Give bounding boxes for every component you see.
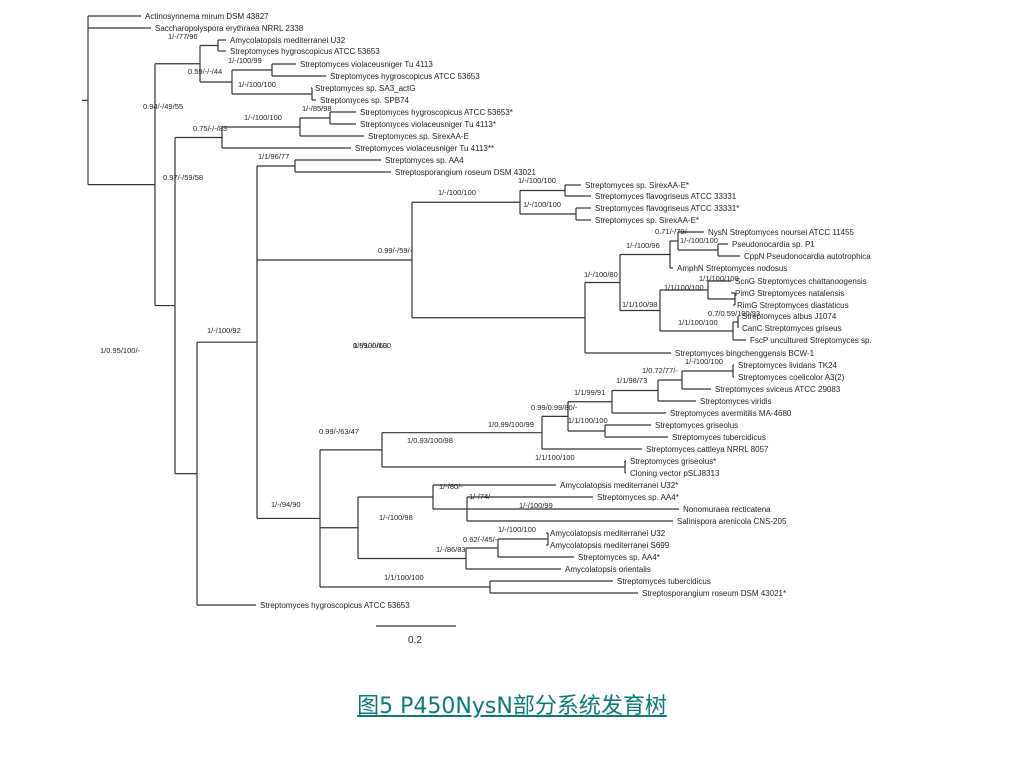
leaf-label: Streptomyces sp. AA4* bbox=[597, 493, 679, 502]
leaf-label: Actinosynnema mirum DSM 43827 bbox=[145, 12, 269, 21]
support-value-label: 1/-/100/100 bbox=[523, 200, 561, 209]
support-value-label: 1/1/100/100 bbox=[664, 283, 704, 292]
leaf-label: Streptomyces viridis bbox=[700, 397, 772, 406]
support-value-label: 1/1/100/100 bbox=[535, 453, 575, 462]
leaf-label: Streptomyces griseolus bbox=[655, 421, 738, 430]
support-value-label: 1/-/86/83 bbox=[436, 545, 466, 554]
support-value-label: 0.99/-/63/47 bbox=[319, 427, 359, 436]
figure-caption: 图5 P450NysN部分系统发育树 bbox=[357, 694, 667, 719]
support-value-label: 1/-/77/96 bbox=[168, 32, 198, 41]
support-value-label: 1/0.93/100/98 bbox=[407, 436, 453, 445]
leaf-label: Streptomyces hygroscopicus ATCC 53653 bbox=[230, 47, 380, 56]
leaf-label: Pseudonocardia sp. P1 bbox=[732, 240, 815, 249]
support-value-label: 1/-/100/100 bbox=[353, 341, 391, 350]
support-value-label: 1/1/100/100 bbox=[568, 416, 608, 425]
support-value-label: 1/0.72/77/- bbox=[642, 366, 678, 375]
support-value-label: 1/0.95/100/- bbox=[100, 346, 141, 355]
leaf-label: Saccharopolyspora erythraea NRRL 2338 bbox=[155, 24, 304, 33]
leaf-label: Cloning vector pSLJ8313 bbox=[630, 469, 720, 478]
leaf-label: Streptomyces hygroscopicus ATCC 53653* bbox=[360, 108, 513, 117]
leaf-label: Streptomyces lividans TK24 bbox=[738, 361, 838, 370]
leaf-label: Amycolatopsis mediterranei U32 bbox=[230, 36, 346, 45]
leaf-label: CanC Streptomyces griseus bbox=[742, 324, 842, 333]
support-value-label: 1/-/100/100 bbox=[680, 236, 718, 245]
leaf-label: Streptomyces tubercidicus bbox=[672, 433, 766, 442]
leaf-label: Amycolatopsis mediterranei U32 bbox=[550, 529, 666, 538]
support-value-label: 1/-/100/99 bbox=[519, 501, 553, 510]
leaf-label: PimG Streptomyces natalensis bbox=[735, 289, 844, 298]
leaf-label: Streptosporangium roseum DSM 43021 bbox=[395, 168, 537, 177]
leaf-label: Amycolatopsis mediterranei U32* bbox=[560, 481, 678, 490]
support-value-label: 0.99/-/59/- bbox=[378, 246, 413, 255]
leaf-label: Streptomyces hygroscopicus ATCC 53653 bbox=[260, 601, 410, 610]
support-value-label: 1/-/100/100 bbox=[438, 188, 476, 197]
support-value-label: 1/-/100/92 bbox=[207, 326, 241, 335]
support-value-label: 1/-/74/- bbox=[469, 492, 493, 501]
support-value-label: 0.97/-/59/58 bbox=[163, 173, 203, 182]
leaf-label: Nonomuraea recticatena bbox=[683, 505, 771, 514]
support-value-label: 1/-/100/100 bbox=[518, 176, 556, 185]
leaf-label: RimG Streptomyces diastaticus bbox=[737, 301, 849, 310]
support-value-label: 1/-/100/100 bbox=[244, 113, 282, 122]
leaf-label: Streptomyces sp. AA4 bbox=[385, 156, 464, 165]
leaf-label: AmphN Streptomyces nodosus bbox=[677, 264, 787, 273]
leaf-label: Streptomyces sviceus ATCC 29083 bbox=[715, 385, 841, 394]
support-value-label: 1/-/85/98 bbox=[302, 104, 332, 113]
support-value-label: 1/1/99/91 bbox=[574, 388, 605, 397]
leaf-label: ScnG Streptomyces chattanoogensis bbox=[735, 277, 867, 286]
support-value-label: 0.7/0.59/100/93 bbox=[708, 309, 760, 318]
leaf-label: Streptomyces griseolus* bbox=[630, 457, 716, 466]
leaf-label: Streptomyces coelicolor A3(2) bbox=[738, 373, 845, 382]
leaf-label: Streptosporangium roseum DSM 43021* bbox=[642, 589, 786, 598]
support-value-label: 1/-/80/- bbox=[439, 482, 463, 491]
support-value-label: 1/1/100/98 bbox=[622, 300, 657, 309]
leaf-label: Streptomyces sp. SPB74 bbox=[320, 96, 409, 105]
support-value-label: 0.94/-/49/55 bbox=[143, 102, 183, 111]
leaf-label: NysN Streptomyces noursei ATCC 11455 bbox=[708, 228, 855, 237]
support-value-label: 1/-/94/90 bbox=[271, 500, 301, 509]
support-value-label: 1/-/100/100 bbox=[498, 525, 536, 534]
support-value-label: 0.59/-/-/63 bbox=[353, 341, 387, 350]
leaf-label: Streptomyces sp. SA3_actG bbox=[315, 84, 416, 93]
support-value-label: 0.99/0.99/80/- bbox=[531, 403, 578, 412]
support-value-label: 1/1/100/100 bbox=[699, 274, 739, 283]
leaf-label: Streptomyces bingchenggensis BCW-1 bbox=[675, 349, 815, 358]
support-value-label: 1/-/100/99 bbox=[228, 56, 262, 65]
leaf-label: Amycolatopsis mediterranei S699 bbox=[550, 541, 670, 550]
leaf-label: Streptomyces hygroscopicus ATCC 53653 bbox=[330, 72, 480, 81]
leaf-label: Streptomyces flavogriseus ATCC 33331* bbox=[595, 204, 739, 213]
support-value-label: 1/-/100/80 bbox=[584, 270, 618, 279]
leaf-label: Streptomyces violaceusniger Tu 4113* bbox=[360, 120, 496, 129]
leaf-label: FscP uncultured Streptomyces sp. bbox=[750, 336, 872, 345]
leaf-label: Streptomyces cattleya NRRL 8057 bbox=[646, 445, 769, 454]
support-value-label: 0.71/-/79/- bbox=[655, 227, 690, 236]
support-value-label: 0.75/-/-/83 bbox=[193, 124, 227, 133]
leaf-label: Streptomyces sp. SirexAA-E* bbox=[595, 216, 699, 225]
support-value-label: 1/1/96/77 bbox=[258, 152, 289, 161]
support-value-label: 0.62/-/45/- bbox=[463, 535, 498, 544]
phylogenetic-tree: Actinosynnema mirum DSM 43827Saccharopol… bbox=[82, 12, 872, 646]
support-value-label: 1/1/100/100 bbox=[384, 573, 424, 582]
leaf-label: Streptomyces avermitilis MA-4680 bbox=[670, 409, 792, 418]
scale-bar-label: 0.2 bbox=[408, 635, 422, 646]
support-value-label: 1/-/100/100 bbox=[685, 357, 723, 366]
support-value-label: 1/-/100/98 bbox=[379, 513, 413, 522]
support-value-label: 1/1/98/73 bbox=[616, 376, 647, 385]
leaf-label: Amycolatopsis orientalis bbox=[565, 565, 651, 574]
leaf-label: Salinispora arenicola CNS-205 bbox=[677, 517, 787, 526]
leaf-label: Streptomyces flavogriseus ATCC 33331 bbox=[595, 192, 737, 201]
leaf-label: Streptomyces albus J1074 bbox=[742, 312, 837, 321]
leaf-label: Streptomyces violaceusniger Tu 4113 bbox=[300, 60, 433, 69]
support-value-label: 1/1/100/100 bbox=[678, 318, 718, 327]
support-value-label: 1/-/100/100 bbox=[238, 80, 276, 89]
support-value-label: 0.59/-/-/44 bbox=[188, 67, 222, 76]
leaf-label: Streptomyces sp. AA4* bbox=[578, 553, 660, 562]
leaf-label: Streptomyces sp. SirexAA-E* bbox=[585, 181, 689, 190]
leaf-label: Streptomyces sp. SirexAA-E bbox=[368, 132, 469, 141]
leaf-label: Streptomyces violaceusniger Tu 4113** bbox=[355, 144, 494, 153]
support-value-label: 1/-/100/96 bbox=[626, 241, 660, 250]
leaf-label: CppN Pseudonocardia autotrophica bbox=[744, 252, 871, 261]
leaf-label: Streptomyces tubercidicus bbox=[617, 577, 711, 586]
support-value-label: 1/0.99/100/99 bbox=[488, 420, 534, 429]
